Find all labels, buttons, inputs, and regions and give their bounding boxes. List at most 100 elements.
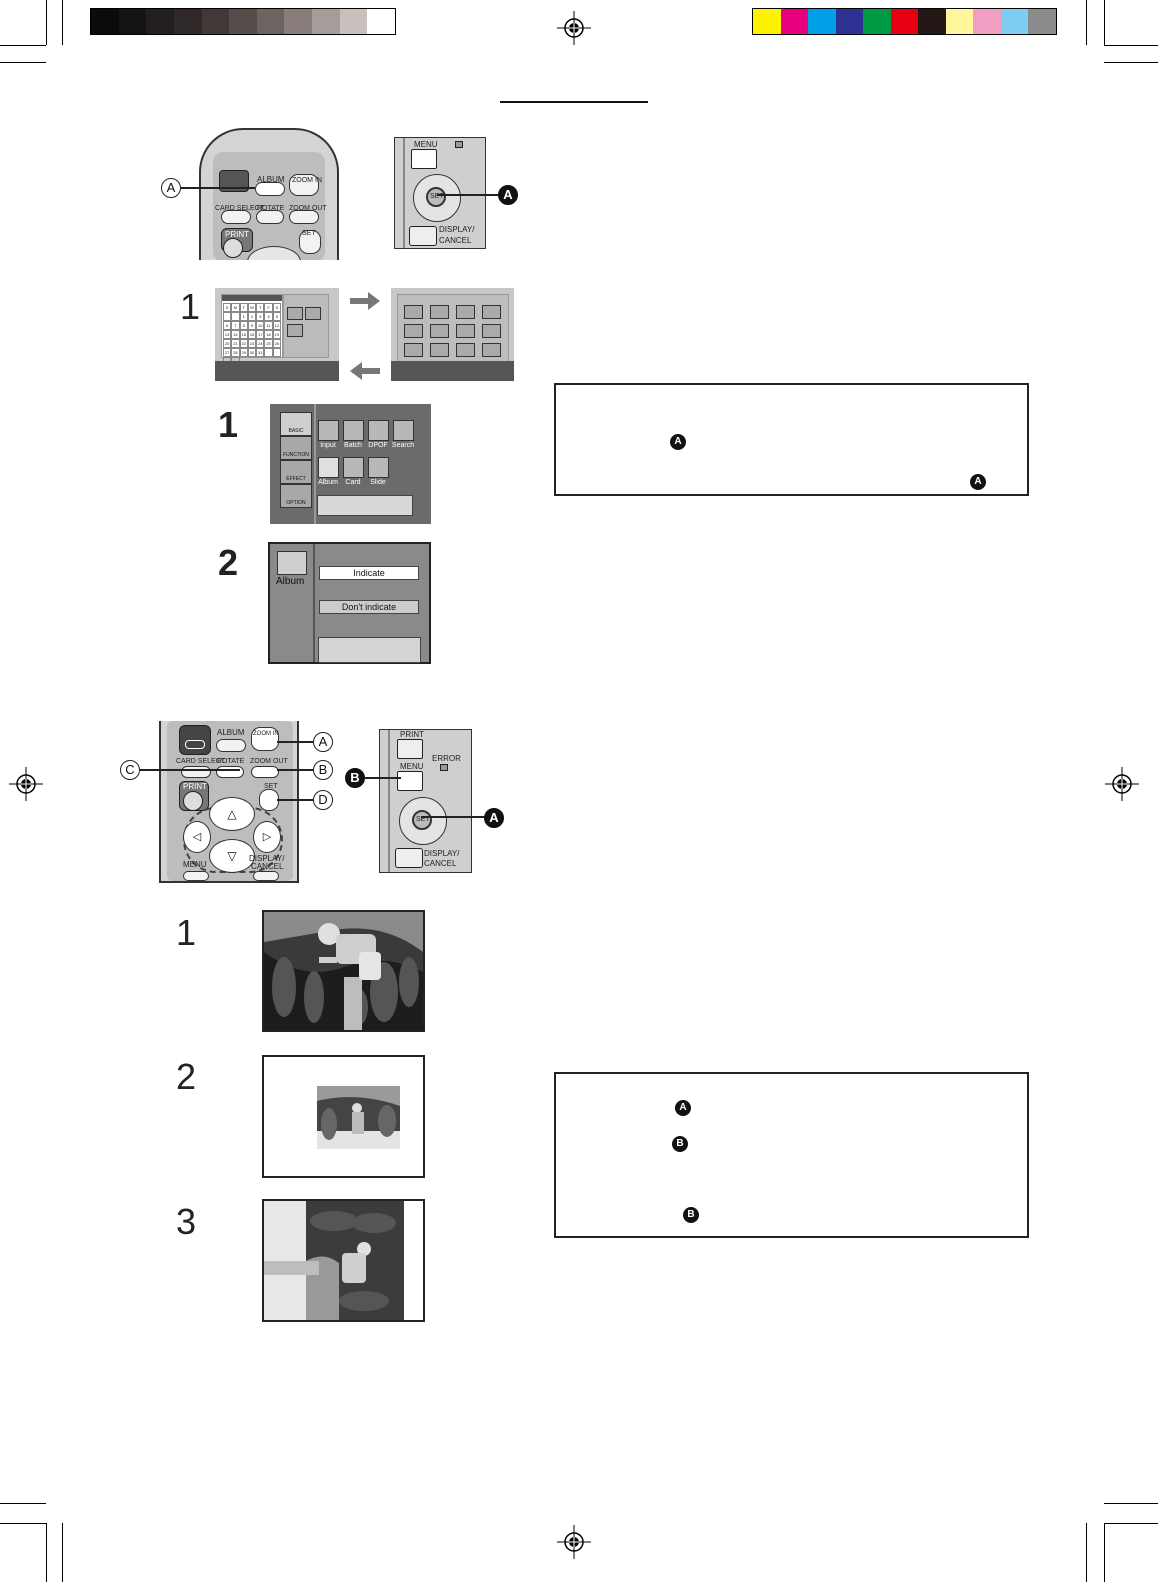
menu-tab[interactable]: EFFECT bbox=[280, 460, 312, 484]
rotate-label: ROTATE bbox=[257, 205, 285, 212]
color-swatch bbox=[1000, 9, 1029, 34]
calendar-date: 11 bbox=[264, 321, 273, 330]
menu-item[interactable]: Input bbox=[316, 418, 340, 452]
menu-item[interactable]: Search bbox=[391, 418, 415, 452]
menu-item[interactable]: Album bbox=[316, 455, 340, 489]
menu-button bbox=[411, 149, 437, 169]
menu-button bbox=[183, 871, 209, 881]
menu-item[interactable]: Slide bbox=[366, 455, 390, 489]
card-select-button bbox=[181, 766, 211, 778]
thumbnail bbox=[404, 324, 423, 338]
up-button[interactable]: △ bbox=[209, 797, 255, 831]
set-label: SET bbox=[416, 816, 430, 823]
menu-tab[interactable]: OPTION bbox=[280, 484, 312, 508]
set-label: SET bbox=[430, 193, 444, 200]
color-swatch bbox=[808, 9, 836, 34]
callout-b-panel: B bbox=[345, 768, 365, 788]
menu-label: MENU bbox=[183, 860, 207, 869]
bullet-b: B bbox=[683, 1207, 699, 1223]
option-indicate[interactable]: Indicate bbox=[319, 566, 419, 580]
gray-swatches bbox=[91, 9, 395, 34]
right-button[interactable]: ▷ bbox=[253, 821, 281, 853]
menu-tab[interactable]: BASIC bbox=[280, 412, 312, 436]
calendar-date: 23 bbox=[247, 339, 257, 348]
menu-item-icon bbox=[318, 457, 339, 478]
calendar-date: 10 bbox=[256, 321, 265, 330]
menu-item-label: Slide bbox=[370, 479, 386, 486]
thumbnail bbox=[404, 343, 423, 357]
thumbnail bbox=[430, 343, 449, 357]
display-cancel-button bbox=[395, 848, 423, 868]
callout-c-remote: C bbox=[120, 760, 140, 780]
menu-item-label: Batch bbox=[344, 442, 362, 449]
menu-item-icon bbox=[343, 420, 364, 441]
thumbnail bbox=[456, 324, 475, 338]
card-select-button bbox=[221, 210, 251, 224]
display-label-1: DISPLAY/ bbox=[249, 854, 285, 863]
calendar-date bbox=[264, 348, 273, 357]
remote-control-illustration: ALBUM ZOOM IN CARD SELECT ROTATE ZOOM OU… bbox=[199, 128, 339, 260]
calendar-weekday: T bbox=[256, 303, 265, 312]
print-label: PRINT bbox=[225, 230, 249, 239]
menu-item-icon bbox=[368, 457, 389, 478]
calendar-date: 15 bbox=[239, 330, 248, 339]
menu-tab-label: BASIC bbox=[288, 428, 304, 434]
bullet-a: A bbox=[675, 1100, 691, 1116]
set-label: SET bbox=[302, 230, 316, 237]
step-number: 1 bbox=[180, 286, 201, 327]
leader-d bbox=[277, 799, 314, 801]
thumbnail bbox=[430, 305, 449, 319]
calendar-date: 17 bbox=[256, 330, 265, 339]
menu-item[interactable]: Card bbox=[341, 455, 365, 489]
calendar-date: 5 bbox=[272, 312, 281, 321]
calendar-date: 1 bbox=[239, 312, 248, 321]
calendar-weekday: T bbox=[239, 303, 248, 312]
error-led bbox=[440, 764, 448, 771]
option-dont-indicate[interactable]: Don't indicate bbox=[319, 600, 419, 614]
thumbnail bbox=[404, 305, 423, 319]
menu-tab[interactable]: FUNCTION bbox=[280, 436, 312, 460]
menu-tab-label: OPTION bbox=[286, 500, 306, 506]
callout-b-remote: B bbox=[313, 760, 333, 780]
color-swatch bbox=[780, 9, 809, 34]
menu-button bbox=[397, 771, 423, 791]
photo-zoomed bbox=[262, 1055, 425, 1178]
heading-rule bbox=[500, 101, 648, 103]
callout-a-panel: A bbox=[484, 808, 504, 828]
calendar-weekday: S bbox=[272, 303, 281, 312]
set-button bbox=[259, 789, 279, 811]
thumbnail bbox=[482, 305, 501, 319]
step-number: 3 bbox=[176, 1201, 197, 1242]
menu-item-icon bbox=[368, 420, 389, 441]
set-button bbox=[299, 230, 321, 254]
step-number: 2 bbox=[218, 542, 239, 583]
zoom-out-button bbox=[251, 766, 279, 778]
calendar-date: 22 bbox=[239, 339, 248, 348]
down-button[interactable]: ▽ bbox=[209, 839, 255, 873]
print-label: PRINT bbox=[400, 730, 424, 739]
leader-a bbox=[277, 741, 314, 743]
menu-item[interactable]: DPOF bbox=[366, 418, 390, 452]
calendar-date: 2 bbox=[247, 312, 257, 321]
zoom-in-button bbox=[251, 727, 279, 751]
leader-panel-b bbox=[365, 777, 401, 779]
calendar-date: 7 bbox=[231, 321, 240, 330]
menu-label: MENU bbox=[414, 140, 438, 149]
card-select-label: CARD SELECT bbox=[176, 758, 226, 765]
menu-item[interactable]: Batch bbox=[341, 418, 365, 452]
bullet-b: B bbox=[672, 1136, 688, 1152]
calendar-date bbox=[231, 312, 240, 321]
left-button[interactable]: ◁ bbox=[183, 821, 211, 853]
color-swatch bbox=[835, 9, 864, 34]
thumbnail bbox=[456, 343, 475, 357]
calendar-date: 9 bbox=[247, 321, 257, 330]
color-swatch bbox=[918, 9, 946, 34]
album-button bbox=[255, 182, 285, 196]
display-label-2: CANCEL bbox=[424, 859, 457, 868]
calendar-date: 4 bbox=[264, 312, 273, 321]
album-option-screen: Album Indicate Don't indicate bbox=[268, 542, 431, 664]
menu-item-label: Search bbox=[391, 442, 415, 449]
printer-panel-illustration: MENU SET DISPLAY/ CANCEL bbox=[394, 137, 486, 249]
thumbnail bbox=[482, 324, 501, 338]
calendar-date: 6 bbox=[223, 321, 232, 330]
